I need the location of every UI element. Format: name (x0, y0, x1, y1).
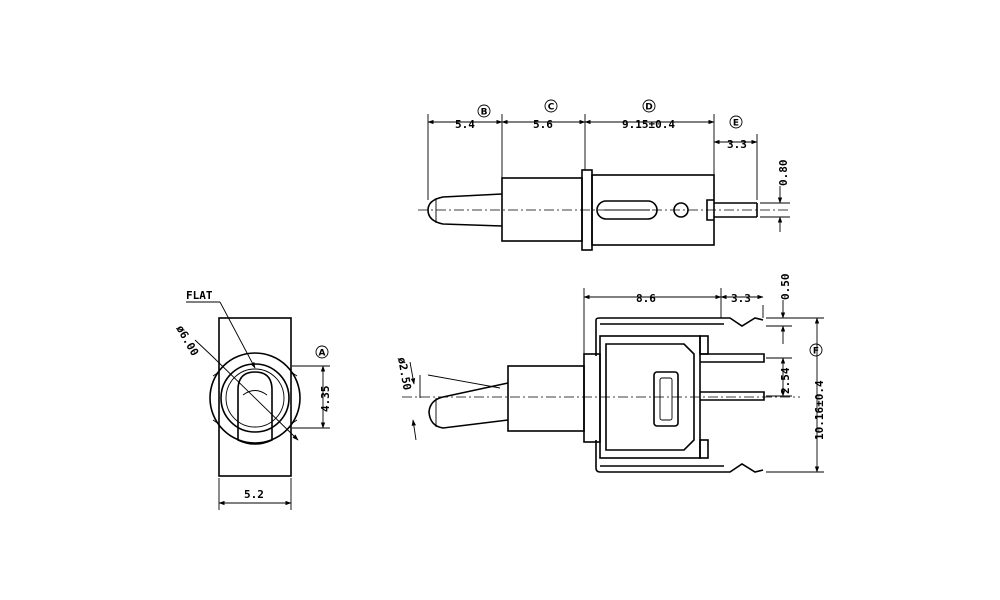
svg-text:C: C (548, 103, 555, 113)
dim-pin-pitch: 2.54 (779, 367, 792, 394)
svg-text:E: E (733, 119, 739, 129)
dim-overall-height: 10.16±0.4 (813, 380, 826, 440)
marker-a: A (315, 345, 329, 359)
dim-bushing-length: 5.6 (533, 118, 553, 131)
dim-side-pin-thickness: 0.50 (779, 274, 792, 301)
dim-front-height: 4.35 (319, 386, 332, 413)
dim-pin-thickness: 0.80 (777, 160, 790, 187)
side-lever (428, 382, 509, 429)
flat-label: FLAT (186, 289, 213, 302)
dim-toggle-length: 5.4 (455, 118, 475, 131)
marker-c: C (544, 99, 558, 113)
front-body (218, 317, 292, 477)
marker-f: F (809, 343, 823, 357)
dim-side-pin-length: 3.3 (731, 292, 751, 305)
marker-e: E (729, 115, 743, 129)
svg-text:D: D (645, 103, 652, 113)
front-lever (237, 371, 273, 445)
svg-text:A: A (319, 349, 326, 359)
front-bushing-outer (209, 352, 301, 444)
dim-pin-length: 3.3 (727, 138, 747, 151)
dim-front-width: 5.2 (244, 488, 264, 501)
side-view: ø2.50 8.6 3.3 0.50 (395, 274, 826, 473)
svg-text:F: F (813, 347, 819, 357)
top-view: 5.4 5.6 9.15±0.4 3.3 B C D E (418, 99, 790, 251)
dim-front-diameter: ø6.00 (173, 323, 201, 358)
front-bushing-inner (220, 363, 290, 433)
top-bushing (501, 177, 583, 242)
side-pin-top (700, 353, 765, 363)
svg-text:B: B (481, 108, 488, 118)
dim-side-diameter: ø2.50 (395, 356, 414, 391)
front-view: FLAT ø6.00 4.35 A 5.2 (173, 289, 332, 510)
side-pin-bottom (700, 391, 765, 401)
dim-body-length: 9.15±0.4 (622, 118, 675, 131)
marker-d: D (642, 99, 656, 113)
side-frame (595, 317, 764, 356)
dim-side-body-length: 8.6 (636, 292, 656, 305)
side-contact-slot (653, 371, 679, 427)
side-flange (583, 353, 601, 443)
side-bushing (507, 365, 585, 432)
marker-b: B (477, 104, 491, 118)
